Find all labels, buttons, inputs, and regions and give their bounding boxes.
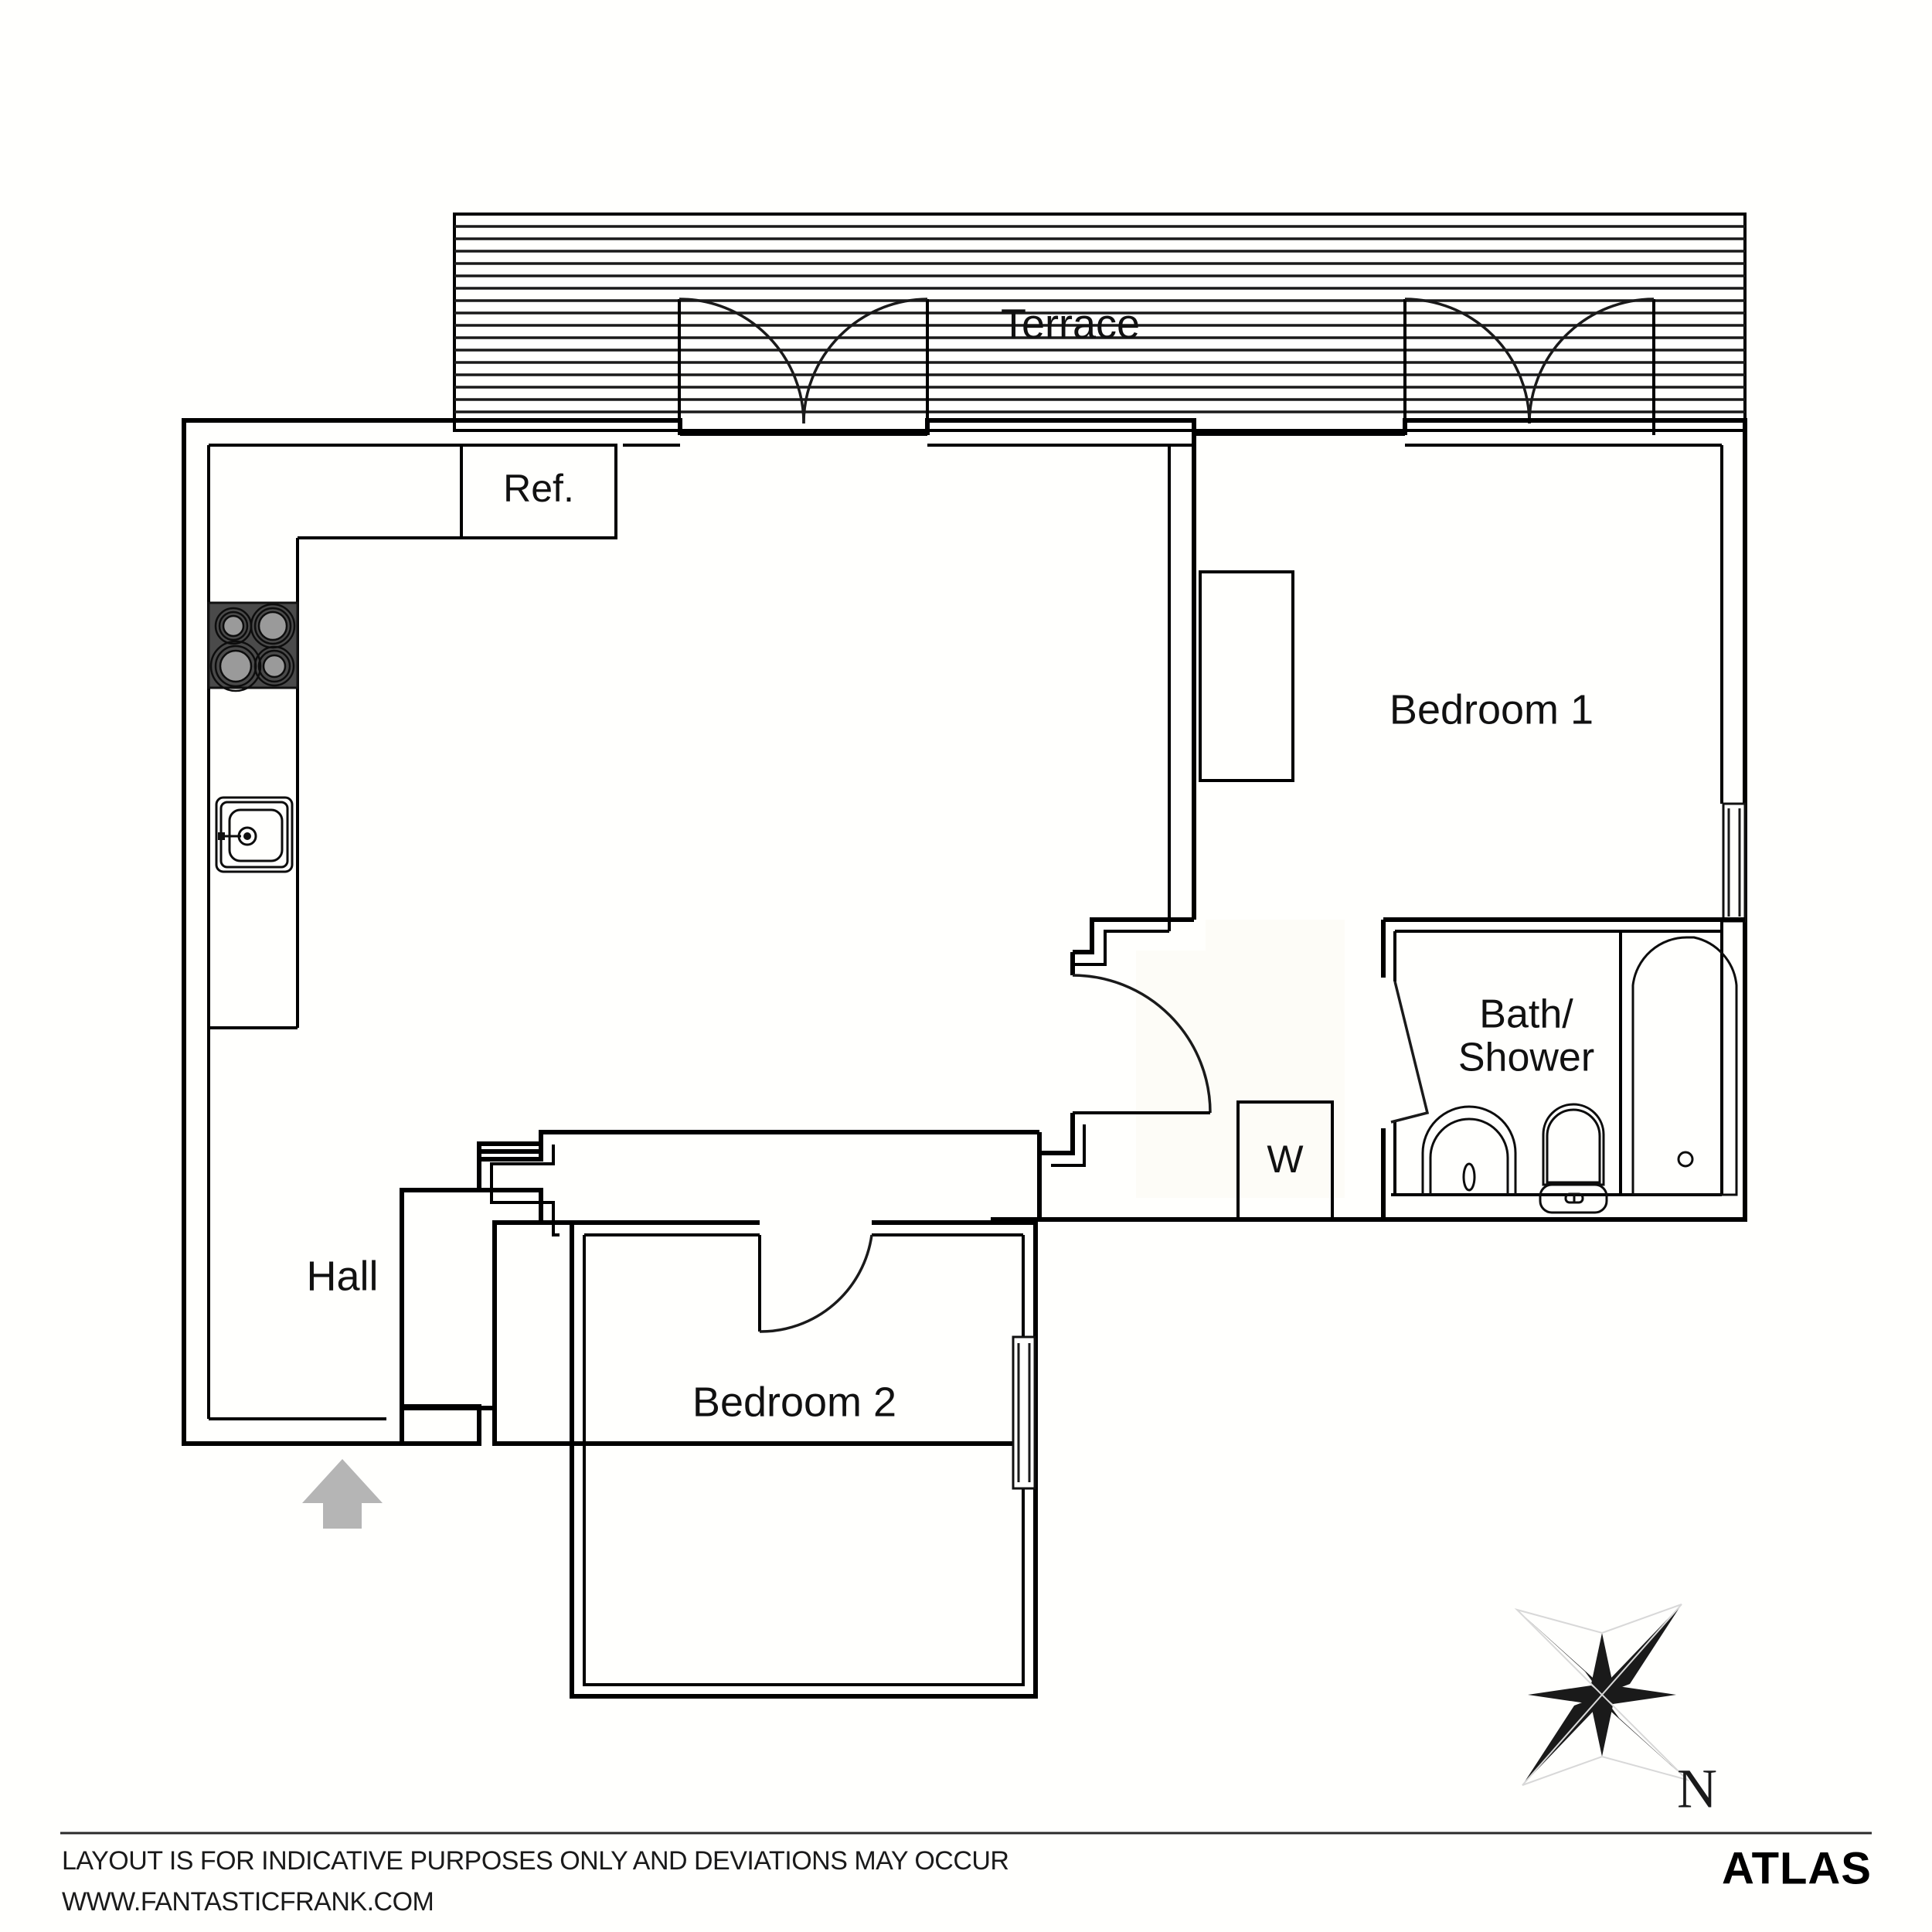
sink-icon [215, 796, 294, 873]
washing-machine: W [1236, 1100, 1334, 1221]
bathtub-icon [1631, 936, 1738, 1196]
bathroom-zone: Bath/ Shower [1381, 917, 1745, 1219]
terrace-area: Terrace [453, 213, 1747, 435]
toilet-icon [1539, 1103, 1608, 1214]
bedroom1-closet [1199, 570, 1294, 782]
bathroom-label-line2: Shower [1458, 1036, 1594, 1080]
living-south-wall [572, 1130, 1042, 1219]
bedroom1-zone: Bedroom 1 [1073, 433, 1747, 966]
cooktop-icon [207, 601, 299, 692]
entry-arrow-icon [302, 1459, 383, 1529]
terrace-decking-stripes [454, 225, 1745, 413]
living-door-swing[interactable] [1072, 974, 1212, 1114]
terrace-outline [453, 213, 1747, 432]
bedroom2-zone: Bedroom 2 [570, 1220, 1038, 1699]
footer-website: WWW.FANTASTICFRANK.COM [62, 1887, 434, 1917]
hall-entry-walls: Hall [184, 1130, 572, 1446]
kitchen-zone: Ref. [207, 444, 617, 1029]
refrigerator-label: Ref. [503, 467, 574, 510]
footer-disclaimer: LAYOUT IS FOR INDICATIVE PURPOSES ONLY A… [62, 1846, 1009, 1876]
washing-machine-label: W [1267, 1138, 1304, 1181]
terrace-label: Terrace [1001, 301, 1140, 347]
apartment-envelope [182, 418, 1747, 1444]
bedroom2-window [1012, 1335, 1036, 1490]
compass-rose-icon [1514, 1604, 1690, 1786]
washbasin-icon [1421, 1105, 1517, 1195]
bedroom1-window [1722, 802, 1747, 923]
bedroom2-door[interactable] [758, 1234, 873, 1333]
hall-label: Hall [306, 1253, 378, 1299]
bathroom-label-line1: Bath/ [1479, 992, 1573, 1037]
compass-north-label: N [1677, 1758, 1717, 1820]
bathroom-door-leaf[interactable] [1390, 981, 1430, 1124]
terrace-door-left[interactable] [678, 298, 929, 435]
bedroom2-label: Bedroom 2 [692, 1379, 896, 1425]
brand-logo: ATLAS [1722, 1843, 1872, 1893]
bedroom1-label: Bedroom 1 [1389, 686, 1594, 733]
terrace-door-right[interactable] [1403, 298, 1655, 435]
hall-shading [1136, 920, 1345, 1198]
